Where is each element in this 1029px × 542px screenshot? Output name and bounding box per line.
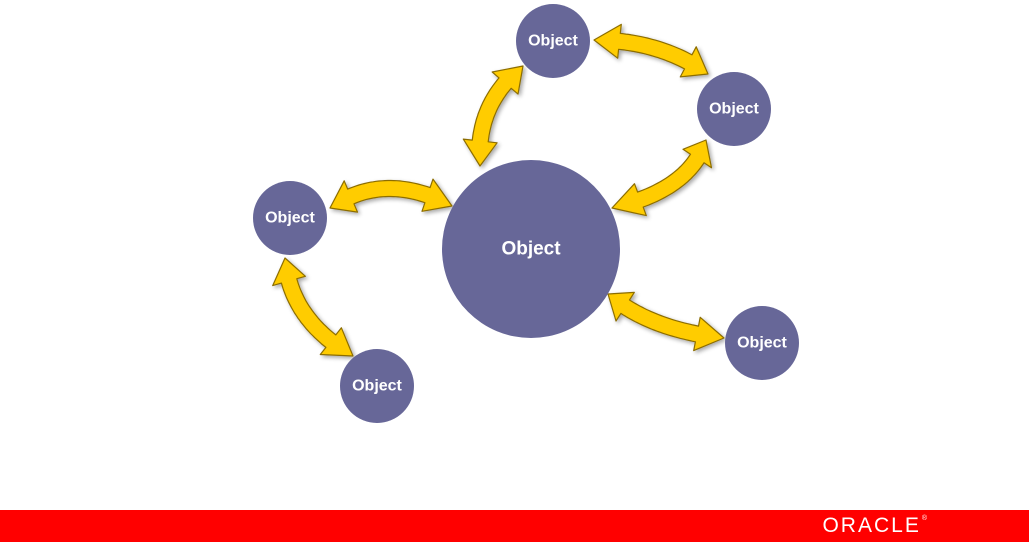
object-node-right: Object xyxy=(725,306,799,380)
footer-bar: ORACLE ® xyxy=(0,510,1029,542)
object-label-top: Object xyxy=(528,33,578,50)
object-label-top-right: Object xyxy=(709,101,759,118)
double-arrow-top-to-top-right xyxy=(594,24,708,77)
brand-name: ORACLE xyxy=(822,515,920,537)
object-node-top-right: Object xyxy=(697,72,771,146)
double-arrow-center-to-right xyxy=(608,292,724,350)
object-label-center: Object xyxy=(501,239,561,260)
object-label-left: Object xyxy=(265,210,315,227)
oracle-logo: ORACLE ® xyxy=(822,515,927,537)
object-node-center: Object xyxy=(442,160,620,338)
double-arrow-top-to-center xyxy=(463,66,523,166)
object-node-top: Object xyxy=(516,4,590,78)
object-node-left: Object xyxy=(253,181,327,255)
object-label-bottom-left: Object xyxy=(352,378,402,395)
double-arrow-top-right-to-center xyxy=(612,140,712,216)
double-arrow-left-to-center xyxy=(330,179,452,212)
double-arrow-left-to-bottom-left xyxy=(273,258,353,356)
registered-mark: ® xyxy=(922,515,927,523)
object-node-bottom-left: Object xyxy=(340,349,414,423)
object-label-right: Object xyxy=(737,335,787,352)
